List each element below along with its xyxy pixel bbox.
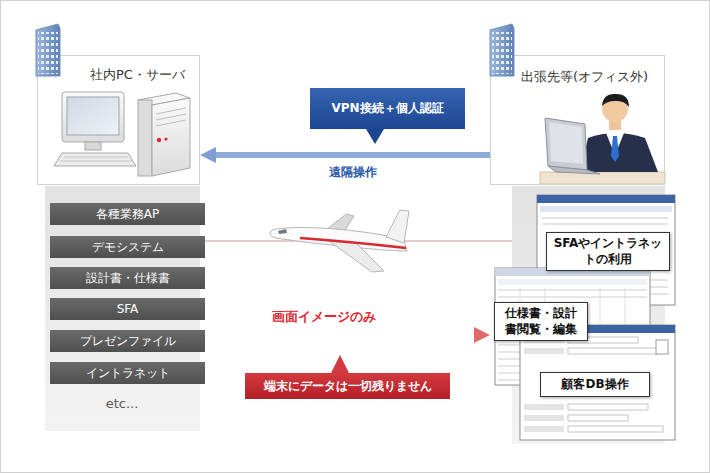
server-illustration	[156, 108, 186, 114]
server-illustration	[157, 138, 161, 142]
server-illustration	[138, 93, 190, 176]
node-text: プレゼンファイル	[80, 333, 176, 350]
caption-box: 顧客DB操作	[540, 372, 650, 397]
screenshot-window	[542, 218, 668, 219]
site-box: 出張先等(オフィス外)	[490, 55, 665, 185]
pc-illustration	[54, 92, 136, 166]
screenshot-window	[524, 415, 564, 421]
connector-label: 遠隔操作	[326, 164, 380, 181]
site-box: 社内PC・サーバ	[37, 55, 200, 185]
node-text: 顧客DB操作	[561, 377, 628, 393]
building-icon	[492, 32, 512, 74]
screenshot-window	[568, 426, 663, 432]
airplane-illustration	[300, 238, 406, 248]
flow-arrow	[243, 333, 474, 338]
resource-box: SFA	[50, 298, 205, 320]
screenshot-window	[520, 325, 675, 440]
screenshot-window	[537, 195, 675, 203]
node-text: 各種業務AP	[96, 206, 159, 223]
resource-box: 設計書・仕様書	[50, 267, 205, 289]
screenshot-window	[524, 348, 564, 354]
node-text: SFAやイントラネットの利用	[552, 236, 664, 267]
callout-box: VPN接続＋個人認証	[310, 88, 465, 129]
node-text: 端末にデータは一切残りません	[264, 378, 432, 395]
box-fill	[490, 55, 665, 185]
box-fill	[37, 55, 200, 185]
node-text: イントラネット	[86, 365, 170, 382]
pc-illustration	[67, 97, 119, 135]
node-text: 社内PC・サーバ	[90, 66, 193, 84]
building-icon	[490, 24, 514, 76]
screenshot-window	[524, 404, 564, 410]
building-icon	[36, 24, 60, 76]
etc-label: etc...	[106, 396, 139, 411]
callout-box: 端末にデータは一切残りません	[245, 373, 450, 399]
flow-label: 画面イメージのみ	[272, 308, 376, 326]
screenshot-window	[542, 224, 668, 225]
node-text: SFA	[117, 302, 139, 316]
screenshot-window	[568, 404, 648, 410]
server-illustration	[152, 98, 190, 176]
pc-illustration	[54, 153, 136, 166]
node-text: 仕様書・設計書閲覧・編集	[500, 306, 582, 337]
node-text: 出張先等(オフィス外)	[521, 68, 658, 86]
person-illustration	[549, 122, 583, 164]
building-icon	[36, 24, 60, 76]
resource-box: デモシステム	[50, 236, 205, 258]
screenshot-window	[524, 426, 564, 432]
person-illustration	[602, 94, 629, 107]
screenshot-window	[656, 340, 668, 354]
server-illustration	[156, 114, 186, 120]
node-text: VPN接続＋個人認証	[331, 100, 443, 117]
person-illustration	[540, 94, 665, 184]
pc-illustration	[64, 157, 128, 158]
caption-box: 仕様書・設計書閲覧・編集	[494, 302, 588, 341]
resource-box: イントラネット	[50, 362, 205, 384]
resource-box: プレゼンファイル	[50, 330, 205, 352]
pc-illustration	[62, 92, 124, 142]
connector-arrow	[216, 152, 490, 158]
caption-box: SFAやイントラネットの利用	[546, 232, 670, 271]
person-illustration	[548, 166, 600, 174]
airplane-illustration	[278, 229, 287, 234]
pc-illustration	[60, 161, 132, 162]
resource-box: 各種業務AP	[50, 203, 205, 225]
pc-illustration	[85, 142, 101, 150]
screenshot-window	[568, 348, 658, 354]
screenshot-window	[540, 206, 672, 212]
node-text: 設計書・仕様書	[86, 270, 170, 287]
building-icon	[490, 24, 514, 76]
building-icon	[38, 32, 58, 74]
person-illustration	[540, 172, 665, 184]
person-illustration	[545, 118, 587, 170]
airplane-illustration	[270, 210, 409, 272]
person-illustration	[611, 136, 619, 162]
server-illustration	[138, 100, 152, 176]
server-illustration	[156, 120, 186, 126]
node-text: デモシステム	[92, 239, 164, 256]
screenshot-window	[498, 279, 647, 285]
airplane-illustration	[386, 210, 409, 243]
screenshot-window	[568, 415, 628, 421]
screenshot-window	[520, 325, 675, 440]
server-illustration	[164, 137, 167, 140]
